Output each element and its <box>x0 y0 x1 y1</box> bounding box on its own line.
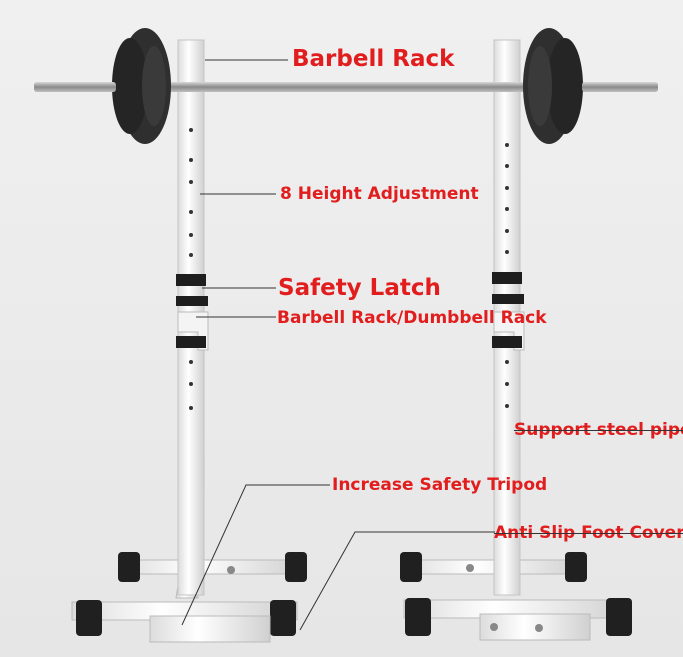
callout-barbell-dumbbell-rack: Barbell Rack/Dumbbell Rack <box>277 308 547 328</box>
right-upright <box>492 39 525 596</box>
right-base <box>400 552 632 641</box>
callout-barbell-rack: Barbell Rack <box>292 46 455 72</box>
callout-support-pipe: Support steel pipe <box>514 420 683 440</box>
callout-height-adjustment: 8 Height Adjustment <box>280 184 479 204</box>
right-front-foot-cap <box>270 600 296 636</box>
barbell <box>34 28 658 144</box>
callout-foot-cover: Anti Slip Foot Cover <box>494 523 683 543</box>
leader-lines <box>181 59 495 631</box>
left-front-foot-cap <box>76 600 102 636</box>
callout-safety-latch: Safety Latch <box>278 275 441 301</box>
barbell-bar <box>34 82 658 92</box>
callout-safety-tripod: Increase Safety Tripod <box>332 475 548 495</box>
left-safety-latch <box>176 274 206 286</box>
